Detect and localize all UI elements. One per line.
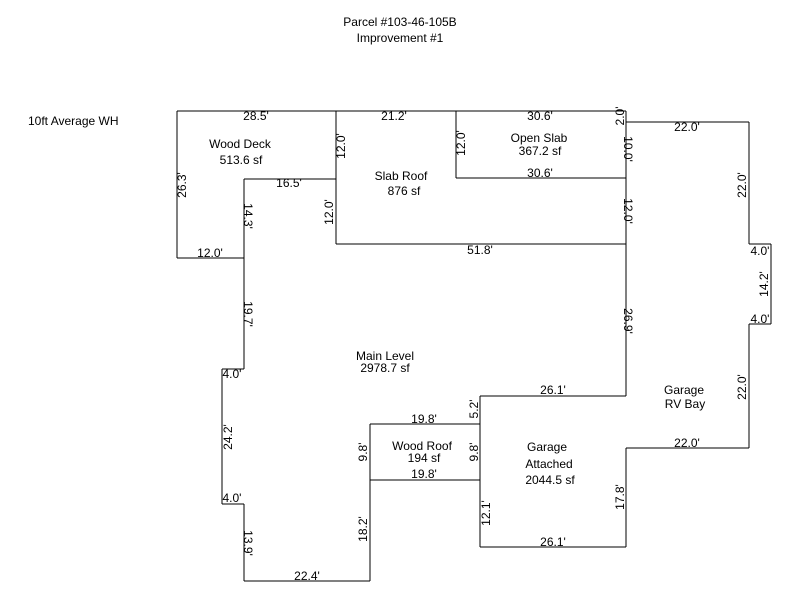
dimension-label: 4.0' — [751, 244, 770, 258]
dimension-label: 28.5' — [243, 109, 269, 123]
dimension-label: 22.0' — [674, 436, 700, 450]
parcel-title: Parcel #103-46-105B — [343, 15, 457, 29]
dimension-label: 14.2' — [757, 271, 771, 297]
dimension-label: 26.9' — [621, 308, 635, 334]
wall-height-note: 10ft Average WH — [28, 114, 119, 128]
dimension-label: 22.0' — [735, 374, 749, 400]
dimension-label: 19.7' — [241, 301, 255, 327]
dimension-label: 51.8' — [467, 243, 493, 257]
dimension-label: 14.3' — [241, 203, 255, 229]
dimension-label: 4.0' — [751, 312, 770, 326]
dimension-label: 12.0' — [621, 198, 635, 224]
dimension-label: 12.1' — [479, 500, 493, 526]
garage-attached-label-2: Attached — [525, 457, 572, 471]
dimension-label: 22.0' — [735, 172, 749, 198]
dimension-label: 12.0' — [197, 246, 223, 260]
area-labels: Wood Deck 513.6 sf Slab Roof 876 sf Open… — [209, 131, 705, 487]
garage-attached-area: 2044.5 sf — [525, 473, 575, 487]
dimension-label: 12.0' — [454, 130, 468, 156]
dimension-label: 21.2' — [381, 109, 407, 123]
dimension-label: 9.8' — [356, 443, 370, 462]
slab-roof-label: Slab Roof — [375, 169, 428, 183]
dimension-label: 22.4' — [294, 569, 320, 583]
dimension-label: 30.6' — [527, 166, 553, 180]
garage-rv-label-1: Garage — [664, 383, 704, 397]
main-level-label: Main Level — [356, 349, 414, 363]
dimension-label: 2.0' — [613, 107, 627, 126]
dimension-label: 17.8' — [613, 484, 627, 510]
horizontal-dimensions: 28.5' 21.2' 30.6' 22.0' 30.6' 16.5' 12.0… — [197, 109, 769, 583]
wood-roof-label: Wood Roof — [392, 439, 452, 453]
improvement-title: Improvement #1 — [356, 31, 444, 45]
dimension-label: 24.2' — [221, 424, 235, 450]
dimension-label: 9.8' — [467, 443, 481, 462]
dimension-label: 26.1' — [540, 535, 566, 549]
dimension-label: 26.1' — [540, 383, 566, 397]
dimension-label: 13.9' — [241, 530, 255, 556]
garage-rv-label-2: RV Bay — [665, 397, 705, 411]
open-slab-area: 367.2 sf — [519, 144, 562, 158]
dimension-label: 19.8' — [411, 412, 437, 426]
slab-roof-area: 876 sf — [388, 184, 421, 198]
dimension-label: 26.3' — [175, 172, 189, 198]
dimension-label: 12.0' — [334, 133, 348, 159]
vertical-dimensions: 2.0' 26.3' 12.0' 12.0' 10.0' 14.3' 12.0'… — [175, 107, 771, 556]
dimension-label: 16.5' — [276, 176, 302, 190]
dimension-label: 19.8' — [411, 467, 437, 481]
main-level-area: 2978.7 sf — [360, 361, 410, 375]
dimension-label: 22.0' — [674, 120, 700, 134]
dimension-label: 12.0' — [322, 199, 336, 225]
garage-attached-label-1: Garage — [527, 440, 567, 454]
dimension-label: 10.0' — [621, 136, 635, 162]
dimension-label: 4.0' — [223, 491, 242, 505]
dimension-label: 4.0' — [223, 367, 242, 381]
wood-deck-label: Wood Deck — [209, 137, 272, 151]
wood-roof-area: 194 sf — [408, 451, 441, 465]
open-slab-label: Open Slab — [511, 131, 568, 145]
dimension-label: 5.2' — [467, 400, 481, 419]
dimension-label: 18.2' — [356, 516, 370, 542]
wood-deck-area: 513.6 sf — [220, 153, 263, 167]
sketch-lines — [176, 110, 772, 582]
dimension-label: 30.6' — [527, 109, 553, 123]
